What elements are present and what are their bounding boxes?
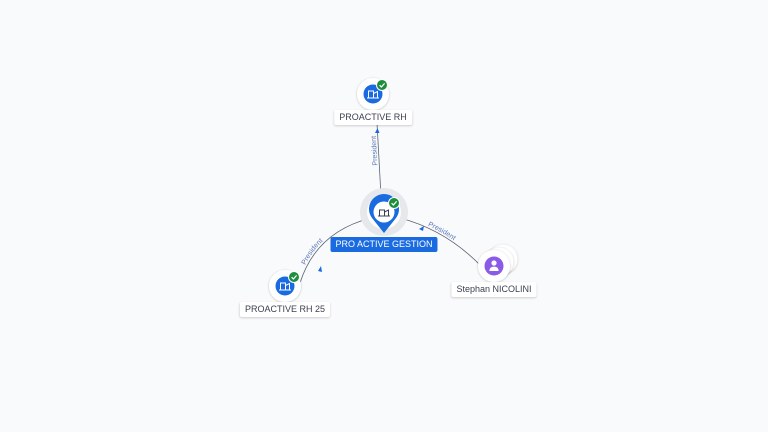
node-proactive-rh-label[interactable]: PROACTIVE RH: [334, 110, 412, 125]
node-proactive-rh[interactable]: [357, 78, 389, 110]
person-icon: [489, 260, 499, 271]
check-badge-icon: [388, 197, 400, 209]
node-pro-active-gestion[interactable]: [360, 188, 408, 236]
edge-left-label: President: [301, 237, 325, 266]
node-stephan-nicolini[interactable]: [478, 244, 518, 283]
edge-top-label: President: [371, 136, 380, 166]
edge-top: President: [371, 122, 382, 197]
node-pro-active-gestion-label[interactable]: PRO ACTIVE GESTION: [330, 237, 438, 252]
edge-left-arrow: [318, 266, 322, 272]
node-proactive-rh-25-label[interactable]: PROACTIVE RH 25: [239, 302, 331, 317]
check-badge-icon: [288, 271, 300, 283]
building-icon: [378, 209, 390, 217]
building-icon: [279, 282, 291, 291]
edge-right-arrow: [419, 226, 424, 231]
node-proactive-rh-25[interactable]: [269, 270, 301, 302]
building-icon: [367, 90, 379, 99]
edge-top-arrow: [375, 128, 380, 133]
node-stephan-nicolini-label[interactable]: Stephan NICOLINI: [451, 282, 537, 297]
check-badge-icon: [376, 79, 388, 91]
